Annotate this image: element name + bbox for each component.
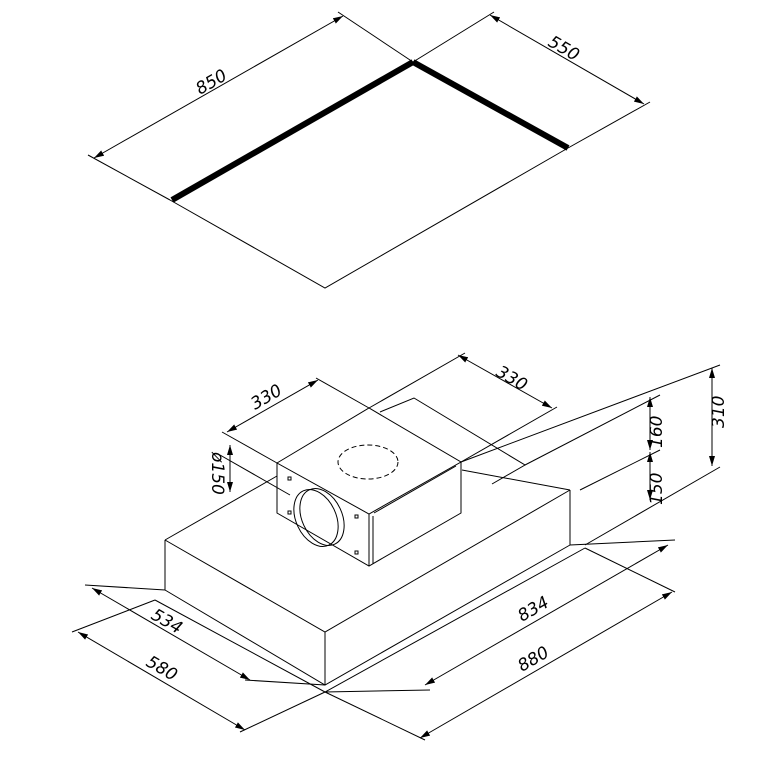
dim-label-motor-height: 160: [647, 416, 667, 448]
dim-line-850: [93, 15, 344, 159]
motor-box: [275, 407, 463, 567]
bottom-dimensions: [71, 352, 721, 741]
dim-label-outlet-diameter: ø150: [207, 451, 227, 495]
dim-label-body-height: 150: [647, 473, 667, 505]
dim-label-outer-width: 880: [515, 643, 553, 677]
dim-label-850: 850: [193, 66, 231, 100]
hood-body: [154, 397, 586, 693]
dim-label-550: 550: [545, 32, 583, 66]
cutout-right-edge: [411, 59, 570, 151]
dim-label-inner-depth: 534: [148, 605, 186, 639]
cutout-outline: [87, 11, 651, 289]
dim-label-motor-depth: 330: [493, 362, 531, 396]
dim-label-inner-width: 834: [515, 593, 553, 627]
top-outlet-hidden: [337, 444, 399, 480]
dim-label-total-height: 310: [709, 396, 729, 428]
dim-line-550: [489, 14, 645, 105]
